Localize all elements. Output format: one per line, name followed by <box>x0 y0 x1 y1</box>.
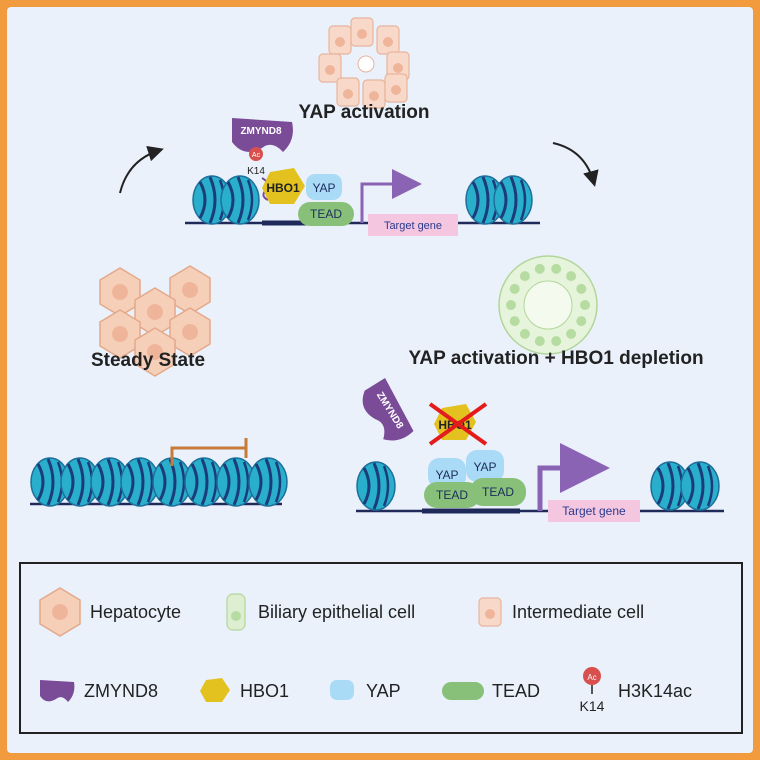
legend-hbo1: HBO1 <box>240 681 289 701</box>
yap-top <box>306 174 342 200</box>
biliary-cell-nucleus <box>576 283 587 294</box>
intermediate-cell-cluster <box>318 17 410 109</box>
tead-bottom-2 <box>470 478 526 506</box>
legend-ac: Ac <box>587 673 596 682</box>
title-yap-activation: YAP activation <box>299 102 430 123</box>
legend-k14: K14 <box>580 698 605 714</box>
biliary-cell-nucleus <box>519 271 530 282</box>
biliary-cell-nucleus <box>519 328 530 339</box>
biliary-cell-nucleus <box>534 336 545 347</box>
zmynd8-top-label: ZMYND8 <box>240 126 282 137</box>
tead-bottom-1 <box>424 482 480 508</box>
biliary-cell-nucleus <box>576 316 587 327</box>
tead-top <box>298 202 354 226</box>
tead-top-label: TEAD <box>310 207 342 221</box>
figure-canvas: YAP activation ZMYND8 Ac K14 HBO1 YAP TE… <box>7 7 753 753</box>
repression-bar <box>170 446 246 466</box>
biliary-cell-nucleus <box>506 300 516 310</box>
legend-tead: TEAD <box>492 681 540 701</box>
hepatocyte-icon <box>39 587 81 637</box>
zmynd8-top: ZMYND8 Ac K14 <box>232 118 293 201</box>
k14-top-label: K14 <box>247 166 265 177</box>
hbo1-top <box>262 168 305 204</box>
yap-bottom-1 <box>428 458 466 488</box>
title-steady-state: Steady State <box>91 350 205 371</box>
ac-top-label: Ac <box>252 152 261 159</box>
curved-arrow-left <box>119 145 164 194</box>
biliary-cell-nucleus <box>566 271 577 282</box>
biliary-cell-nucleus <box>509 316 520 327</box>
ac-mark <box>249 147 263 161</box>
biliary-ring <box>498 255 598 355</box>
nucleosome-icon <box>247 456 289 508</box>
nucleosome-icon <box>355 460 397 512</box>
tead-bottom-1-label: TEAD <box>436 488 468 502</box>
zmynd8-icon <box>40 680 75 702</box>
target-gene-bottom-label: Target gene <box>562 504 626 518</box>
legend-intermediate: Intermediate cell <box>512 602 644 622</box>
tead-icon <box>442 682 484 700</box>
legend-biliary: Biliary epithelial cell <box>258 602 415 622</box>
target-gene-top-box <box>368 214 458 236</box>
nucleosome-icon <box>219 174 261 226</box>
biliary-cell-nucleus <box>566 328 577 339</box>
complex-top: HBO1 YAP TEAD <box>262 168 354 226</box>
biliary-cell-nucleus <box>551 336 562 347</box>
target-gene-top-label: Target gene <box>384 220 442 232</box>
nucleosome-icon <box>492 174 534 226</box>
transcription-arrow-top <box>360 169 422 223</box>
ac-icon <box>583 667 601 685</box>
target-gene-bottom-box <box>548 500 640 522</box>
hbo1-depleted: HBO1 <box>428 402 488 446</box>
diagram-svg: YAP activation ZMYND8 Ac K14 HBO1 YAP TE… <box>19 17 743 734</box>
legend-yap: YAP <box>366 681 401 701</box>
legend-hepatocyte: Hepatocyte <box>90 602 181 622</box>
hbo1-icon <box>200 678 230 702</box>
biliary-cell-icon <box>226 593 246 631</box>
yap-top-label: YAP <box>312 181 335 195</box>
legend-h3k14ac: H3K14ac <box>618 681 692 701</box>
hbo1-top-label: HBO1 <box>266 181 300 195</box>
curved-arrow-right <box>552 142 599 187</box>
yap-icon <box>330 680 354 700</box>
biliary-cell-nucleus <box>534 263 545 274</box>
complex-bottom: YAP YAP TEAD TEAD <box>424 450 526 508</box>
biliary-cell-nucleus <box>551 263 562 274</box>
tead-bottom-2-label: TEAD <box>482 485 514 499</box>
transcription-arrow-bottom <box>537 443 610 511</box>
zmynd8-bottom: ZMYND8 <box>362 377 414 441</box>
yap-bottom-2 <box>466 450 504 482</box>
nucleosome-icon <box>679 460 721 512</box>
intermediate-cell-icon <box>478 597 502 627</box>
biliary-cell-nucleus <box>509 283 520 294</box>
legend-box <box>19 562 743 734</box>
repressed-chromatin <box>29 438 289 508</box>
biliary-cell-nucleus <box>580 300 590 310</box>
legend-zmynd8: ZMYND8 <box>84 681 158 701</box>
yap-bottom-1-label: YAP <box>435 468 458 482</box>
yap-bottom-2-label: YAP <box>473 460 496 474</box>
title-yap-hbo1-depletion: YAP activation + HBO1 depletion <box>408 348 703 369</box>
